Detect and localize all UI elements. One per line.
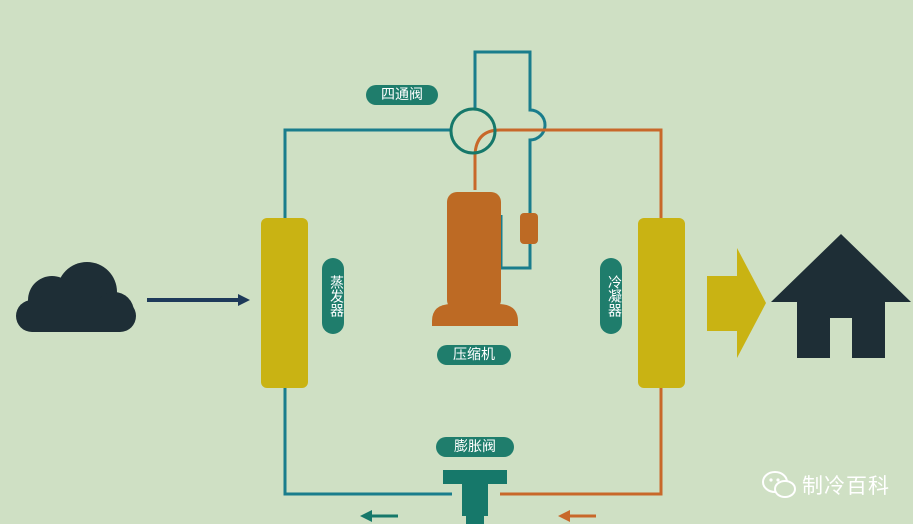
wechat-icon [762, 471, 796, 498]
expansion-valve-label: 膨胀阀 [436, 437, 514, 457]
condenser-coil [638, 218, 685, 388]
expansion-valve-icon [443, 470, 507, 524]
cold-pipe-circuit [283, 50, 547, 496]
watermark-text: 制冷百科 [802, 474, 890, 498]
heat-out-arrow [707, 248, 766, 358]
cold-pipe-valve-loop [473, 50, 547, 270]
condenser-label: 冷凝器 [600, 258, 622, 334]
cold-pipe-left-bottom [283, 386, 452, 496]
house-door [830, 318, 852, 358]
four-way-valve-label: 四通阀 [366, 85, 438, 105]
compressor-icon [432, 192, 538, 326]
hot-pipe-top [473, 128, 663, 220]
four-way-valve-icon [449, 107, 497, 155]
cloud-icon [16, 262, 136, 332]
accumulator-icon [520, 213, 538, 244]
compressor-label: 压缩机 [437, 345, 511, 365]
evaporator-label: 蒸发器 [322, 258, 344, 334]
flow-arrow-left [360, 510, 398, 522]
watermark: 制冷百科 [762, 470, 890, 500]
evaporator-coil [261, 218, 308, 388]
flow-arrow-right [558, 510, 596, 522]
airflow-in-arrow [147, 294, 250, 306]
cold-pipe-left-top [283, 128, 452, 220]
hot-pipe-bottom [500, 386, 663, 496]
